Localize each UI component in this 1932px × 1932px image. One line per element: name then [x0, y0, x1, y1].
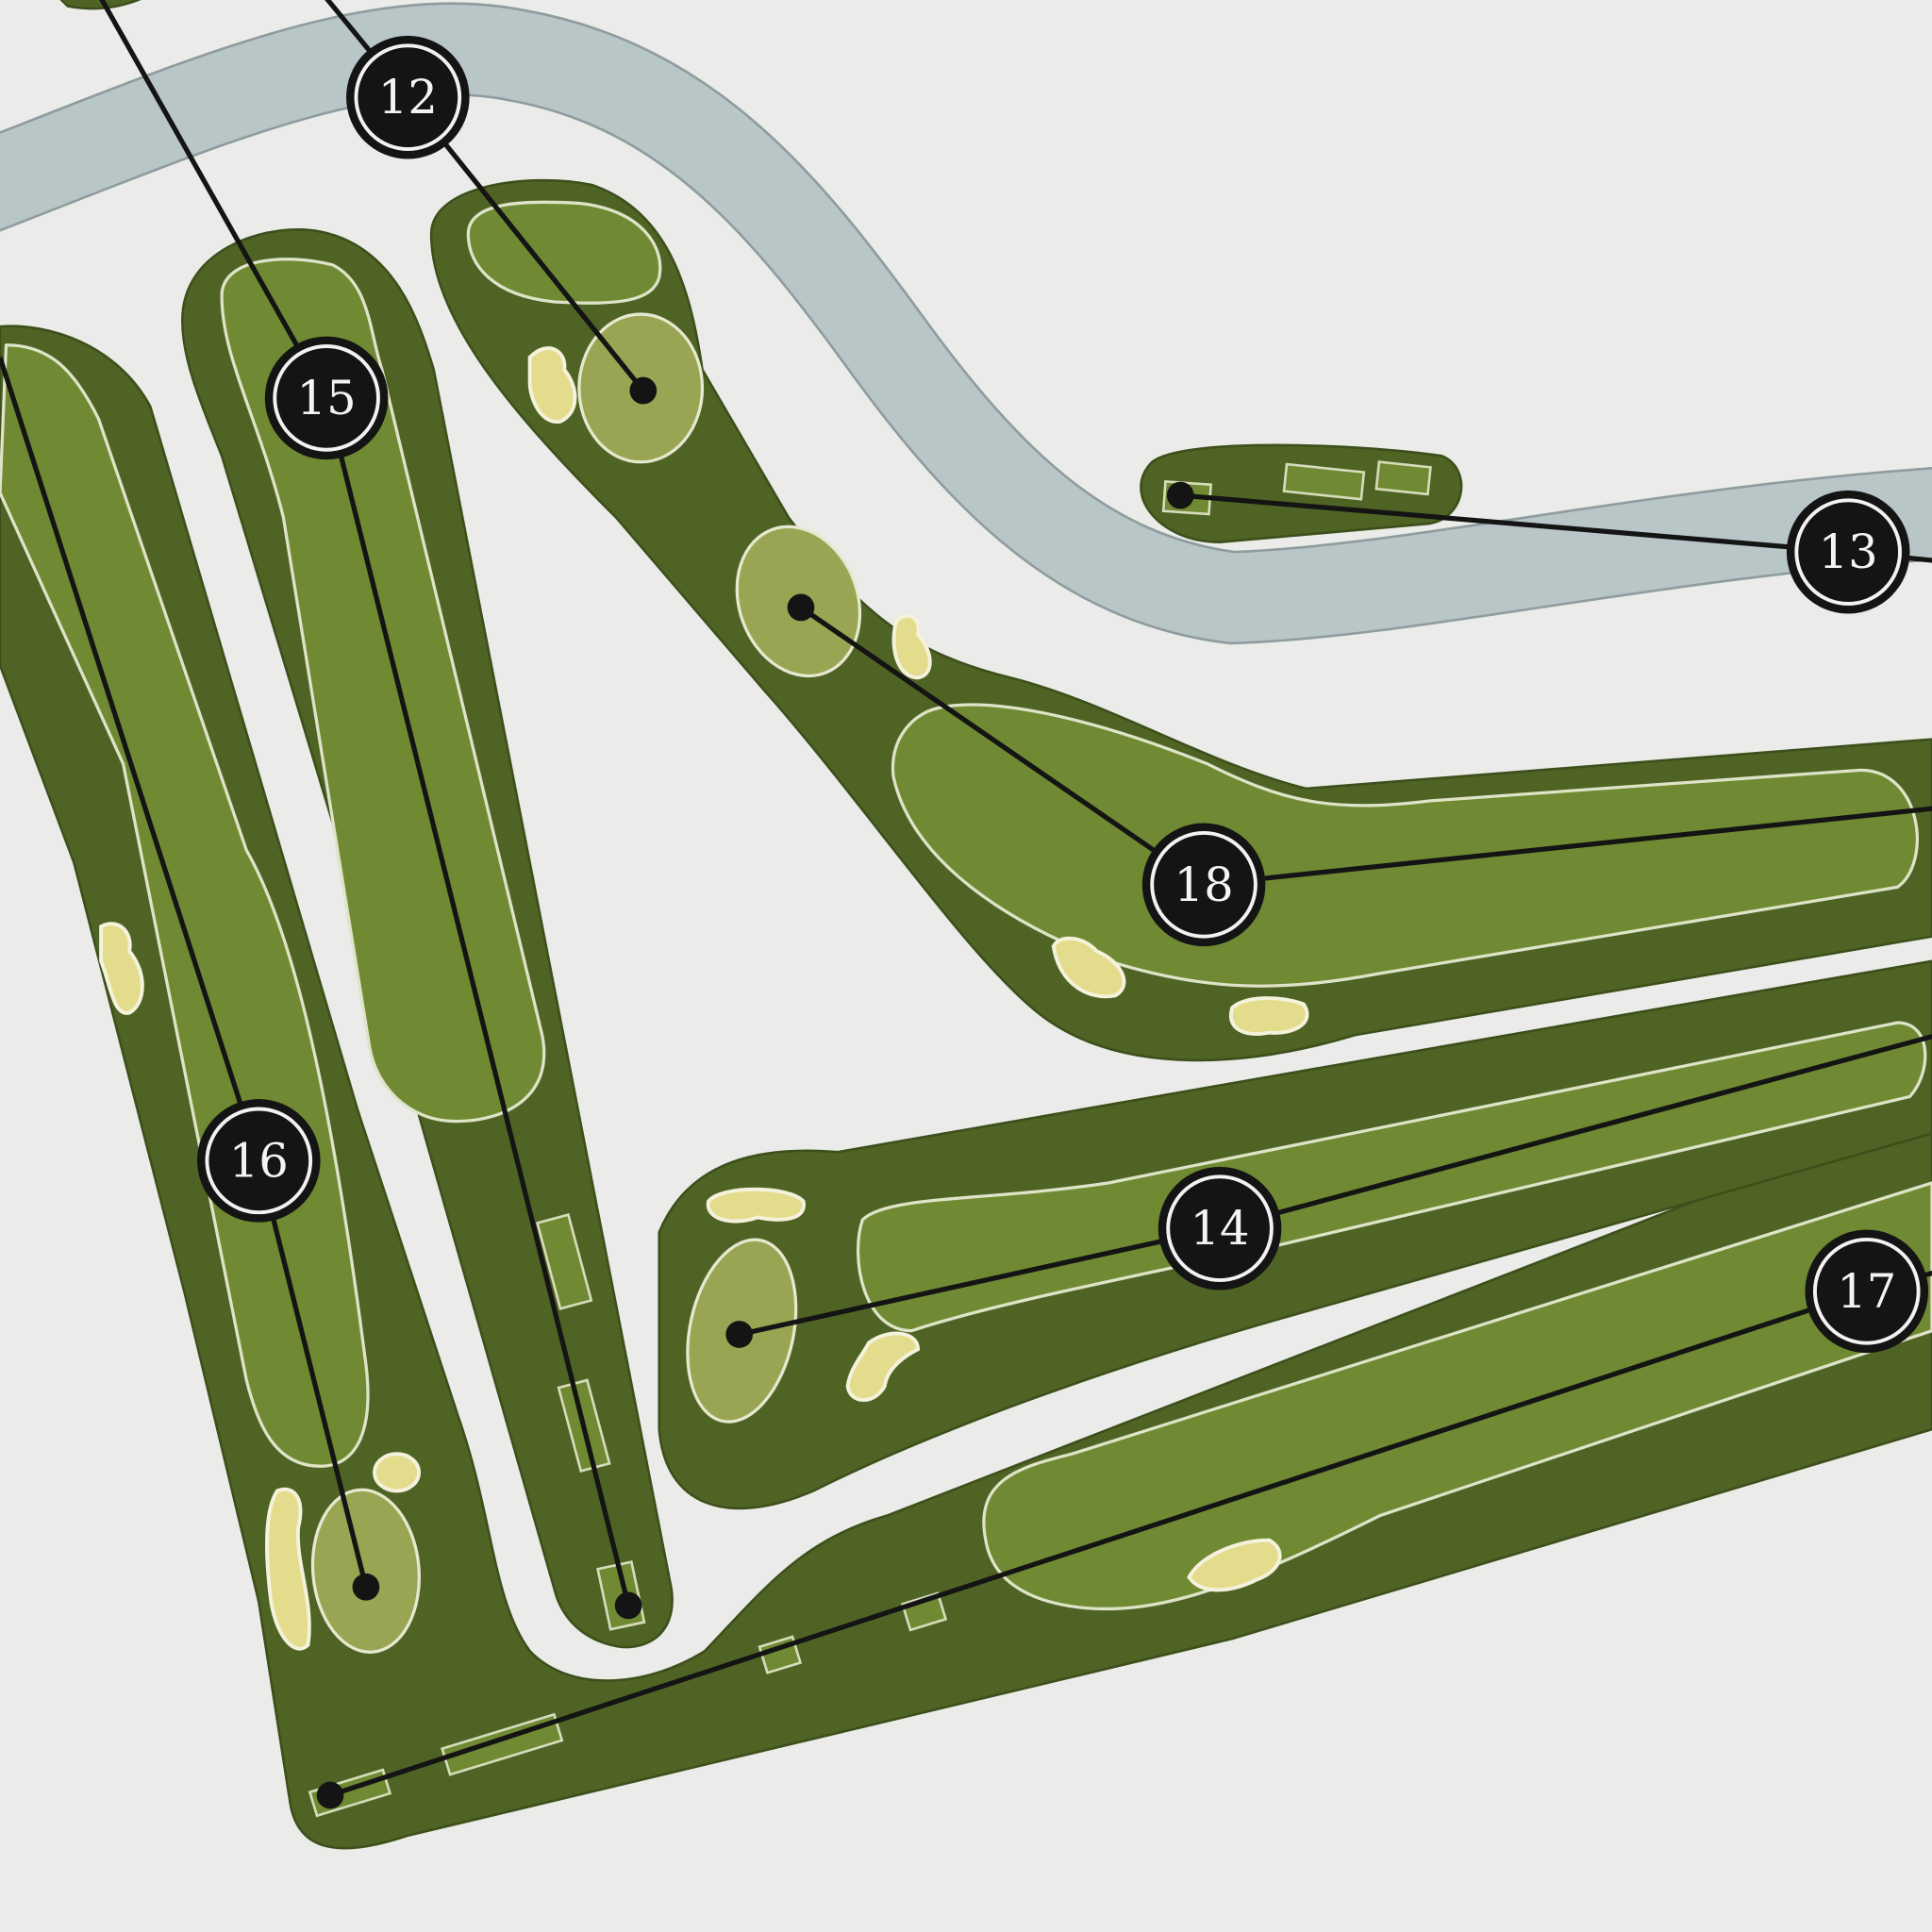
hole-number: 17: [1837, 1264, 1896, 1319]
bunker: [706, 1187, 806, 1224]
hole-marker-17[interactable]: 17: [1805, 1229, 1929, 1354]
bunker: [1228, 996, 1309, 1036]
tee-marker-15: [614, 1591, 642, 1620]
hole-number: 12: [378, 70, 438, 125]
bunker: [373, 1452, 422, 1493]
hole-14: [658, 959, 1932, 1510]
hole-marker-15[interactable]: 15: [264, 336, 389, 460]
hole-number: 15: [297, 371, 357, 425]
bunker: [265, 1487, 311, 1651]
pin-12: [629, 376, 658, 405]
hole-number: 18: [1174, 858, 1234, 912]
pin-16: [352, 1573, 380, 1601]
hole-13: [1140, 443, 1463, 543]
fairway-15: [220, 258, 546, 1124]
green-16: [310, 1488, 422, 1654]
hole-marker-12[interactable]: 12: [346, 35, 470, 159]
bunker: [845, 1331, 921, 1402]
hole-marker-16[interactable]: 16: [196, 1099, 321, 1223]
pin-14: [725, 1321, 754, 1348]
pin-18: [787, 593, 815, 622]
hole-number: 16: [229, 1133, 289, 1188]
bunker: [99, 922, 144, 1015]
tee-marker-13: [1166, 481, 1194, 509]
fairway-18: [891, 703, 1919, 988]
tee-box: [1374, 460, 1432, 496]
tee-box: [536, 1213, 593, 1310]
bunker: [1051, 936, 1126, 999]
hole-marker-14[interactable]: 14: [1158, 1166, 1282, 1291]
hole-11-green-edge: [59, 0, 142, 10]
bunker: [527, 346, 577, 424]
tee-marker-17: [316, 1781, 344, 1809]
hole-number: 13: [1819, 525, 1878, 579]
hole-number: 14: [1190, 1201, 1249, 1256]
fairway-12: [466, 200, 662, 305]
bunker: [891, 613, 932, 680]
hole-marker-13[interactable]: 13: [1786, 490, 1910, 614]
bunker: [1187, 1538, 1282, 1592]
hole-marker-18[interactable]: 18: [1141, 823, 1266, 947]
tee-box: [1282, 462, 1366, 501]
